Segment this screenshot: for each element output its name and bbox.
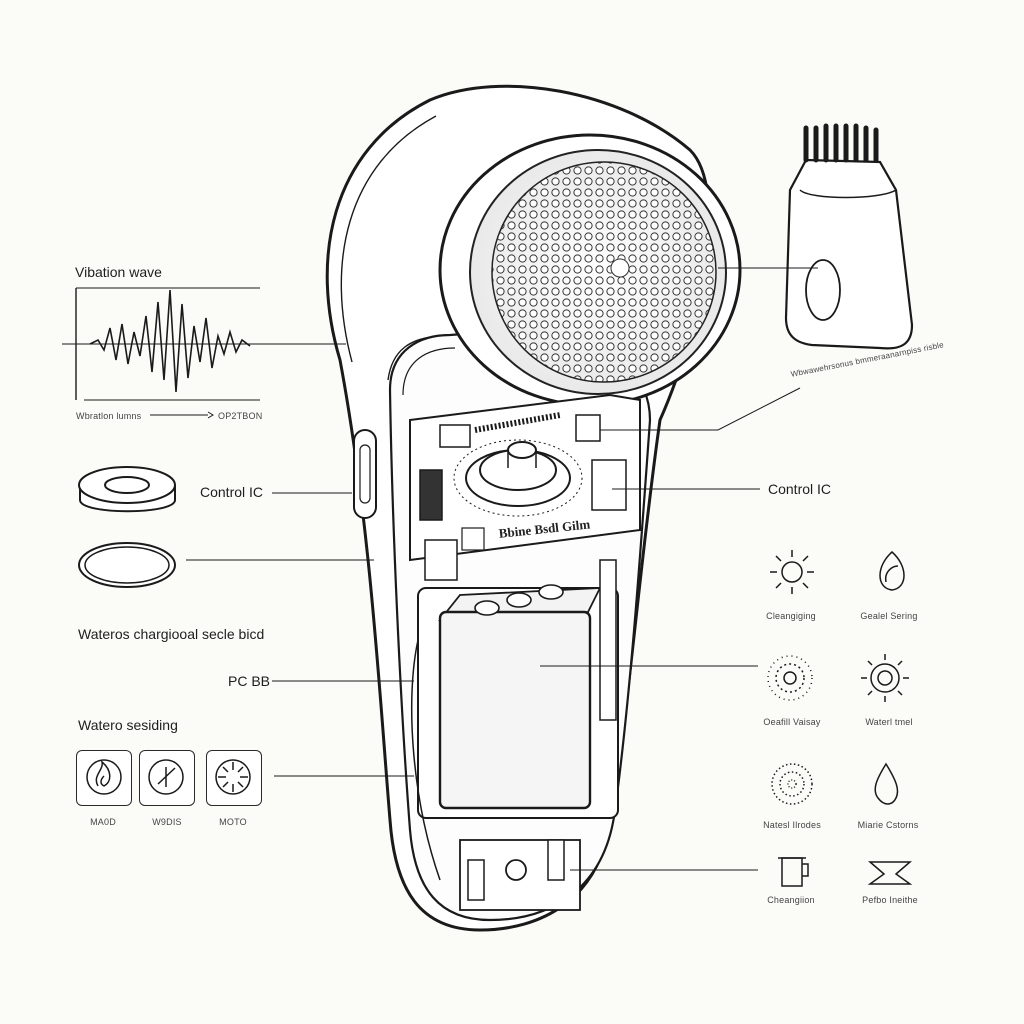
label-waterproof-seal: Wateros chargiooal secle bicd — [78, 626, 265, 642]
caption-stand-icon: Pefbo Ineithe — [862, 895, 918, 905]
label-control-ic-left: Control IC — [200, 484, 264, 500]
vibration-wave-chart — [62, 287, 346, 419]
label-wave-axis-right: OP2TBON — [218, 411, 263, 421]
flame-icon — [76, 750, 132, 806]
pcb-board — [409, 393, 641, 581]
brush-head — [438, 133, 742, 407]
caption-clock: W9DIS — [152, 817, 182, 827]
seal-rings — [78, 466, 176, 588]
caption-sun-icon: Cleangiging — [766, 611, 816, 621]
leader-lines — [186, 267, 818, 871]
caption-cup-icon: Cheangiion — [767, 895, 815, 905]
battery — [410, 559, 619, 911]
label-control-ic-right: Control IC — [768, 481, 832, 497]
spare-brush-head — [784, 123, 914, 350]
caption-burst: MOTO — [219, 817, 247, 827]
vibration-waveform — [89, 289, 251, 393]
clock-icon — [139, 750, 195, 806]
caption-leaf-drop-icon: Gealel Sering — [860, 611, 918, 621]
caption-radiant-ring-icon: Waterl tmel — [865, 717, 913, 727]
caption-flame: MA0D — [90, 817, 116, 827]
caption-dotted-circle-icon: Natesl Ilrodes — [763, 820, 821, 830]
caption-dotted-burst-icon: Oeafill Vaisay — [763, 717, 821, 727]
label-water-sealing: Watero sesiding — [78, 717, 178, 733]
label-wave-axis-left: Wbratlon lumns — [76, 411, 142, 421]
feature-icon-glyphs — [767, 550, 913, 887]
caption-water-drop-icon: Miarie Cstorns — [857, 820, 919, 830]
label-pcb: PC BB — [228, 673, 271, 689]
burst-icon — [206, 750, 262, 806]
label-vibration-wave: Vibation wave — [75, 264, 162, 280]
